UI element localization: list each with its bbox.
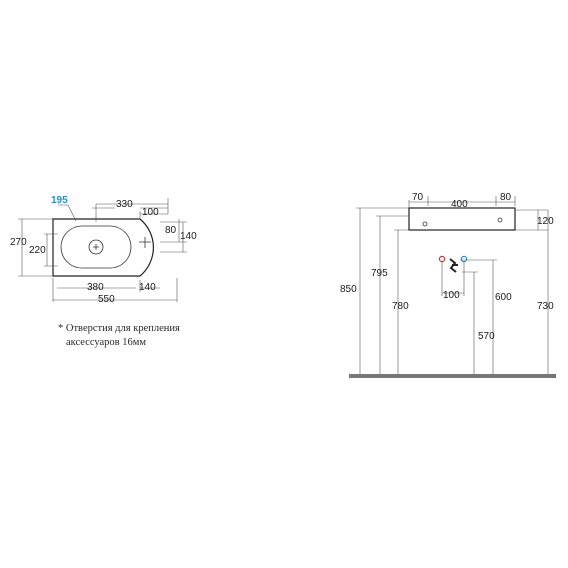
- floor: [349, 374, 556, 378]
- dim-400: 400: [451, 199, 468, 210]
- dim-795: 795: [371, 268, 388, 279]
- cold-valve-icon: [460, 255, 468, 263]
- dim-730: 730: [537, 301, 554, 312]
- dim-850: 850: [340, 284, 357, 295]
- dim-70: 70: [412, 192, 424, 203]
- side-view: [349, 196, 556, 378]
- hot-valve-icon: [438, 255, 446, 263]
- dim-120: 120: [537, 216, 554, 227]
- note-line-2: аксессуаров 16мм: [66, 337, 146, 348]
- note-line-1: * Отверстия для крепления: [58, 323, 180, 334]
- dim-140-right: 140: [180, 231, 197, 242]
- dim-100: 100: [142, 207, 159, 218]
- dim-100-side: 100: [443, 290, 460, 301]
- dim-140-bottom: 140: [139, 282, 156, 293]
- drain-icon: [88, 239, 104, 255]
- marker-195: 195: [51, 195, 68, 206]
- dim-330: 330: [116, 199, 133, 210]
- dim-780: 780: [392, 301, 409, 312]
- siphon-icon: [449, 258, 458, 273]
- dim-380: 380: [87, 282, 104, 293]
- top-view: [18, 198, 187, 302]
- dim-570: 570: [478, 331, 495, 342]
- dim-80: 80: [165, 225, 177, 236]
- dim-80-side: 80: [500, 192, 512, 203]
- dim-220: 220: [29, 245, 46, 256]
- dim-270: 270: [10, 237, 27, 248]
- inner-bowl: [60, 225, 132, 269]
- tap-hole-icon: [139, 237, 151, 248]
- dim-600: 600: [495, 292, 512, 303]
- basin-front: [408, 207, 516, 231]
- dim-550: 550: [98, 294, 115, 305]
